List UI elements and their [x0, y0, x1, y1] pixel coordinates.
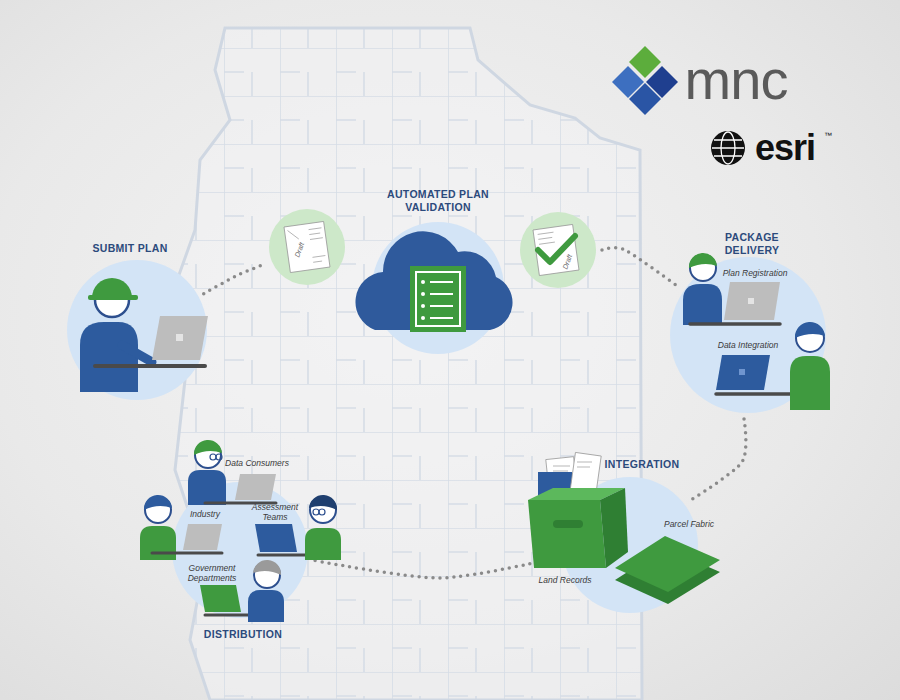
- stage-circle-fill: [562, 477, 698, 613]
- validation-cloud: [355, 231, 512, 332]
- stage-circle-fill: [520, 212, 596, 288]
- integration-stage: INTEGRATIONParcel FabricLand Records: [562, 477, 698, 613]
- approved-sheet: [533, 224, 579, 275]
- esri-globe: [711, 131, 745, 165]
- industry-figure: [140, 495, 222, 560]
- logo-wordmark: mnc: [685, 52, 788, 108]
- stage-heading: AUTOMATED PLAN VALIDATION: [378, 188, 498, 214]
- layer-label: Parcel Fabric: [664, 519, 714, 529]
- parcel-fabric-layers: [615, 536, 720, 604]
- dotted-connector: [204, 264, 266, 294]
- role-label: Government Departments: [181, 563, 243, 583]
- distribution-stage: DISTRIBUTIONData ConsumersIndustryAssess…: [172, 482, 308, 618]
- submit-stage: SUBMIT PLAN: [67, 260, 207, 400]
- plan-sheet: [284, 221, 330, 272]
- surveyor-figure: [80, 278, 208, 392]
- stage-circle: [670, 257, 826, 413]
- stage-circle: [67, 260, 207, 400]
- integrator-figure: [716, 322, 830, 410]
- consumer-figure: [188, 440, 276, 505]
- stage-circle: [269, 209, 345, 285]
- stage-heading: DISTRIBUTION: [204, 628, 282, 641]
- role-label: Data Consumers: [225, 458, 289, 468]
- stage-heading: SUBMIT PLAN: [92, 242, 167, 255]
- stage-circle: [372, 222, 504, 354]
- draft-stamp: Draft: [561, 253, 574, 270]
- mnc-logo-mark: [612, 46, 678, 115]
- stage-circle: [520, 212, 596, 288]
- dotted-connector: [313, 558, 557, 578]
- validation-stage: AUTOMATED PLAN VALIDATION: [372, 222, 504, 354]
- stage-heading: INTEGRATION: [605, 458, 680, 471]
- layer-label: Land Records: [539, 575, 592, 585]
- role-label: Industry: [190, 509, 220, 519]
- stage-circle-fill: [172, 482, 308, 618]
- role-label: Data Integration: [718, 340, 778, 350]
- role-label: Assessment Teams: [247, 502, 303, 522]
- stage-circle-fill: [67, 260, 207, 400]
- plan-thumbnail: Draft: [269, 209, 345, 285]
- registrar-figure: [683, 253, 780, 325]
- stage-circle-fill: [372, 222, 504, 354]
- stage-circle-fill: [269, 209, 345, 285]
- delivery-stage: PACKAGE DELIVERYPlan RegistrationData In…: [670, 257, 826, 413]
- dotted-connector: [602, 248, 679, 287]
- role-label: Plan Registration: [723, 268, 788, 278]
- records-box: [528, 452, 628, 568]
- draft-stamp: Draft: [293, 241, 306, 258]
- stage-circle: [562, 477, 698, 613]
- stage-heading: PACKAGE DELIVERY: [707, 231, 797, 257]
- logo-wordmark: esri: [755, 130, 815, 166]
- trademark-sign: ™: [824, 131, 832, 141]
- stage-circle-fill: [670, 257, 826, 413]
- state-outline: [170, 28, 642, 700]
- plan-thumbnail: Draft: [520, 212, 596, 288]
- dotted-connector: [689, 419, 745, 501]
